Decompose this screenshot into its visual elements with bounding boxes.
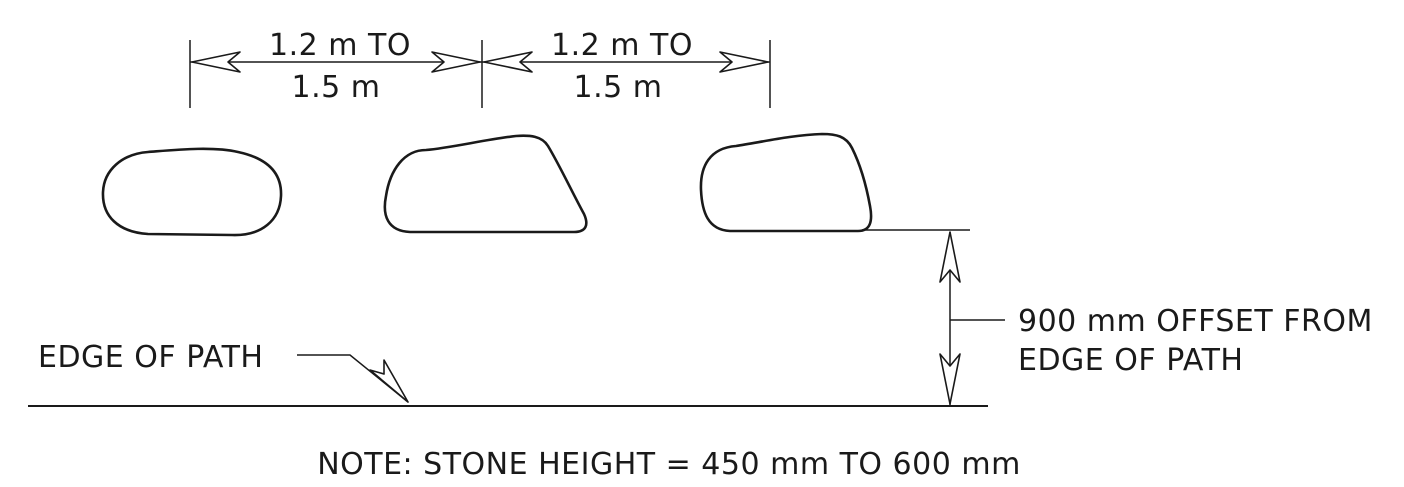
edge-of-path-label: EDGE OF PATH	[38, 340, 263, 375]
offset-label-line2: EDGE OF PATH	[1018, 343, 1243, 378]
offset-arrow-up	[939, 231, 961, 283]
stone-1	[101, 147, 283, 237]
spacing-label-1-line2: 1.5 m	[292, 70, 381, 105]
dimension-arrow-left-1	[191, 51, 241, 73]
spacing-label-1-line1: 1.2 m TO	[269, 28, 411, 63]
spacing-label-2-line1: 1.2 m TO	[551, 28, 693, 63]
dimension-arrow-right-2	[719, 51, 769, 73]
stone-3	[699, 132, 873, 233]
stone-2	[383, 134, 588, 234]
edge-of-path-arrow	[369, 359, 409, 403]
dimension-arrow-left-2	[483, 51, 533, 73]
offset-arrow-down	[939, 353, 961, 405]
stone-height-note: NOTE: STONE HEIGHT = 450 mm TO 600 mm	[317, 447, 1021, 482]
spacing-label-2-line2: 1.5 m	[574, 70, 663, 105]
dimension-arrow-right-1	[431, 51, 481, 73]
offset-label-line1: 900 mm OFFSET FROM	[1018, 304, 1373, 339]
